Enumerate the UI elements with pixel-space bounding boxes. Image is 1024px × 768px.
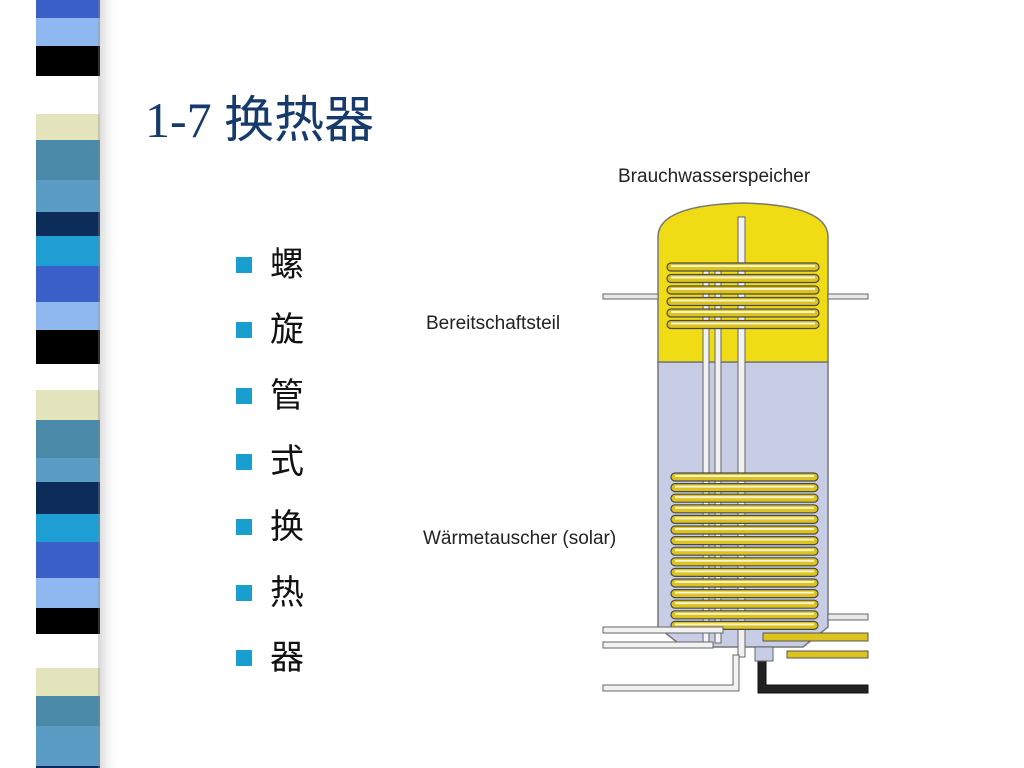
- stripe-band: [36, 766, 100, 768]
- coil-highlight: [675, 496, 814, 499]
- coil-highlight: [675, 549, 814, 552]
- tank-label: Brauchwasserspeicher: [618, 166, 811, 187]
- outlet-pipe: [762, 632, 869, 642]
- stripe-band: [36, 696, 100, 726]
- bullet-text: 换: [270, 507, 304, 548]
- stripe-band: [36, 18, 100, 46]
- bullet-item: 热: [236, 560, 304, 626]
- standby-section-label: Bereitschaftsteil: [426, 313, 560, 334]
- stripe-band: [36, 634, 100, 668]
- coil-highlight: [675, 517, 814, 520]
- coil-highlight: [675, 612, 814, 615]
- stripe-band: [36, 608, 100, 634]
- stripe-band: [36, 420, 100, 458]
- upper-coil: [666, 262, 820, 330]
- decorative-stripe-band: [0, 0, 120, 768]
- bullet-item: 换: [236, 494, 304, 560]
- outlet-pipe: [786, 650, 869, 659]
- coil-highlight: [675, 506, 814, 509]
- bullet-text: 旋: [270, 310, 304, 351]
- heat-exchanger-diagram: Brauchwasserspeicher Bereitschaftsteil W…: [423, 166, 869, 694]
- stripe-band: [36, 46, 100, 76]
- stripe-band: [36, 236, 100, 266]
- bullet-text: 螺: [270, 244, 304, 285]
- coil-highlight: [675, 591, 814, 594]
- coil-highlight: [675, 485, 814, 488]
- slide-title: 1-7 换热器: [145, 92, 375, 148]
- bullet-square-icon: [236, 453, 252, 470]
- coil-turn: [670, 514, 819, 524]
- coil-highlight: [675, 475, 814, 477]
- side-connector: [602, 293, 659, 300]
- stripe-band: [36, 266, 100, 302]
- bullet-item: 旋: [236, 298, 304, 364]
- coil-highlight: [675, 538, 814, 541]
- bullet-item: 螺: [236, 232, 304, 298]
- bullet-item: 器: [236, 626, 304, 692]
- stripe-band: [36, 140, 100, 180]
- stripe-band: [36, 542, 100, 578]
- bullet-square-icon: [236, 650, 252, 667]
- coil-highlight: [675, 528, 814, 530]
- bullet-square-icon: [236, 519, 252, 536]
- side-connector: [827, 613, 869, 621]
- coil-highlight: [675, 581, 814, 583]
- coil-highlight: [671, 311, 815, 313]
- bullet-item: 管: [236, 363, 304, 429]
- bullet-square-icon: [236, 387, 252, 404]
- stripe-band: [36, 482, 100, 514]
- stripe-band: [36, 0, 100, 18]
- stripe-band: [36, 364, 100, 390]
- stripe-band: [36, 180, 100, 212]
- stripe-band: [36, 458, 100, 482]
- stripe-band: [36, 514, 100, 542]
- side-connector: [827, 293, 869, 300]
- bullet-text: 器: [270, 638, 304, 679]
- coil-highlight: [671, 288, 815, 290]
- bullet-text: 式: [270, 441, 304, 482]
- stripe-band: [36, 302, 100, 330]
- coil-highlight: [675, 570, 814, 573]
- coil-highlight: [671, 265, 815, 267]
- stripe-band: [36, 726, 100, 766]
- stripe-band: [36, 668, 100, 696]
- stripe-band: [36, 76, 100, 114]
- stripe-band: [36, 212, 100, 236]
- stripe-band: [36, 114, 100, 140]
- bottom-pipe: [602, 626, 724, 634]
- bullet-item: 式: [236, 429, 304, 495]
- bullet-text: 管: [270, 375, 304, 416]
- solar-coil: [670, 472, 819, 630]
- bullet-square-icon: [236, 256, 252, 273]
- stripe-band: [36, 390, 100, 420]
- coil-highlight: [671, 322, 815, 325]
- bullet-list: 螺 旋 管 式 换 热 器: [236, 232, 304, 691]
- bottom-pipe: [602, 654, 740, 692]
- coil-highlight: [675, 623, 814, 626]
- solar-exchanger-label: Wärmetauscher (solar): [423, 528, 616, 549]
- bullet-text: 热: [270, 572, 304, 613]
- coil-highlight: [675, 602, 814, 605]
- tank-base-fitting: [754, 646, 774, 662]
- coil-highlight: [671, 276, 815, 279]
- bottom-pipe: [602, 641, 714, 649]
- bullet-square-icon: [236, 322, 252, 339]
- stripe-band: [36, 578, 100, 608]
- bullet-square-icon: [236, 584, 252, 601]
- coil-highlight: [675, 559, 814, 562]
- coil-turn: [670, 567, 819, 577]
- coil-highlight: [671, 299, 815, 302]
- stripe-band: [36, 330, 100, 364]
- drain-pipe: [757, 659, 869, 694]
- vertical-pipe: [737, 216, 746, 658]
